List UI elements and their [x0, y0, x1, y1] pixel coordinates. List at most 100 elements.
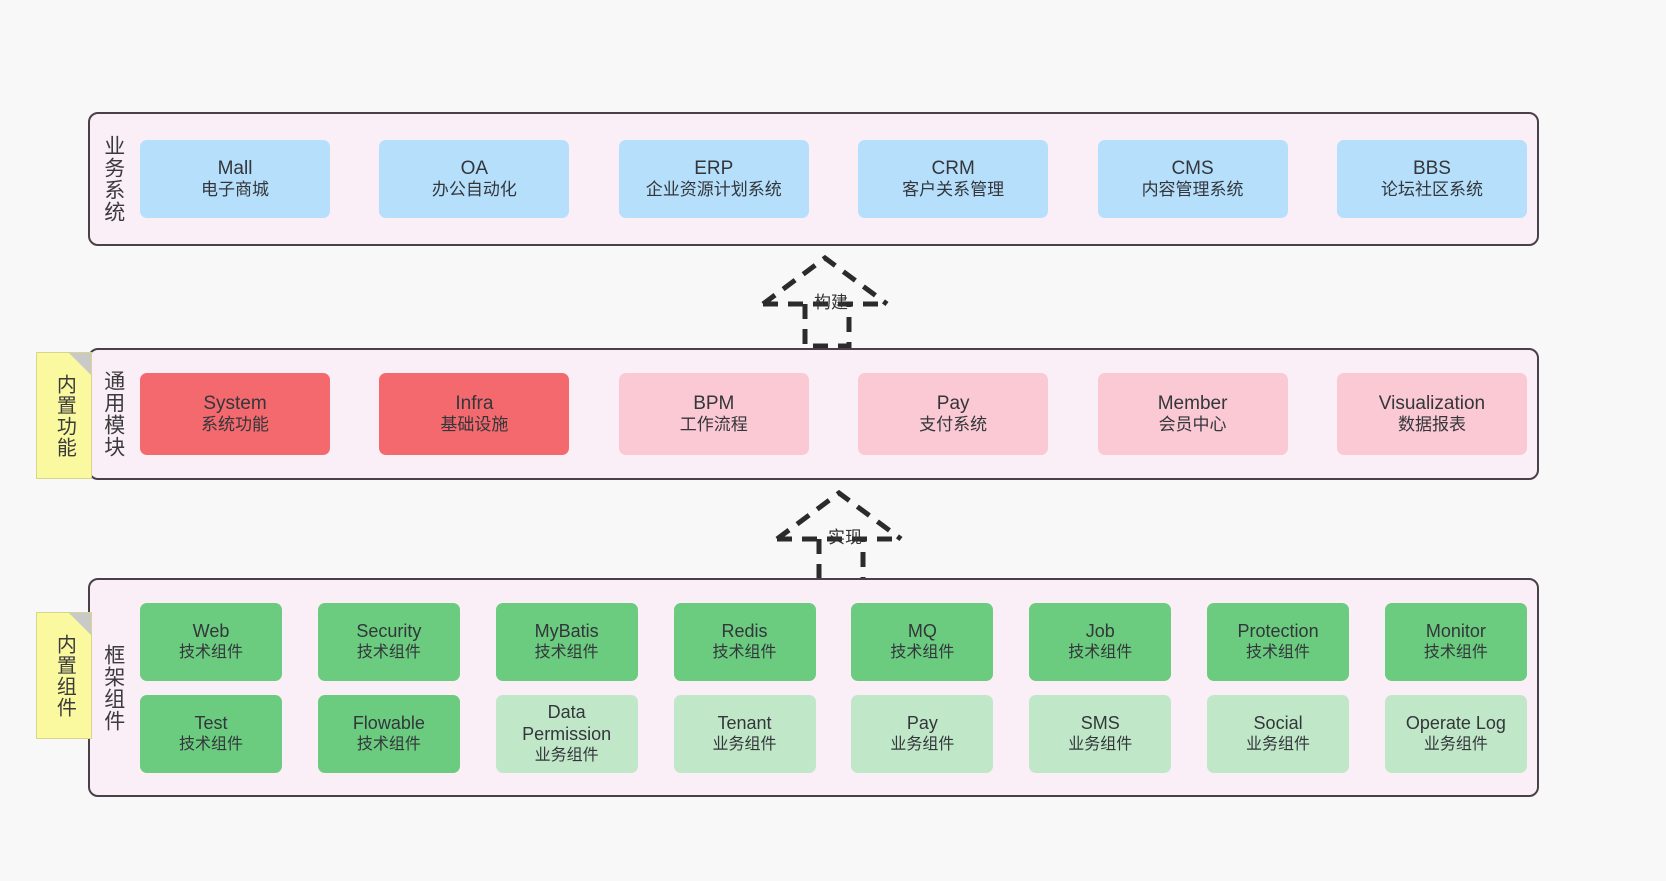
card-subtitle: 技术组件	[178, 643, 243, 661]
card-subtitle: 系统功能	[201, 415, 269, 435]
layer-title-common-module: 通用模块	[101, 370, 125, 458]
card-job[interactable]: Job 技术组件	[1029, 602, 1172, 681]
card-subtitle: 办公自动化	[431, 180, 517, 200]
card-subtitle: 技术组件	[890, 643, 955, 661]
card-title: Social	[1253, 712, 1303, 733]
framework-row-1: Web 技术组件 Security 技术组件 MyBatis 技术组件 Redi…	[140, 602, 1527, 681]
card-subtitle: 电子商城	[201, 180, 269, 200]
card-social[interactable]: Social 业务组件	[1207, 694, 1350, 773]
connector-build-label: 构建	[814, 293, 848, 312]
card-sms[interactable]: SMS 业务组件	[1029, 694, 1172, 773]
card-security[interactable]: Security 技术组件	[317, 602, 460, 681]
card-flowable[interactable]: Flowable 技术组件	[317, 694, 460, 773]
card-operate-log[interactable]: Operate Log 业务组件	[1384, 694, 1527, 773]
note-builtin-component: 内置组件	[36, 612, 92, 739]
card-subtitle: 工作流程	[679, 415, 748, 435]
card-subtitle: 支付系统	[919, 415, 988, 435]
card-subtitle: 技术组件	[178, 735, 243, 753]
card-protection[interactable]: Protection 技术组件	[1207, 602, 1350, 681]
card-subtitle: 业务组件	[534, 746, 599, 764]
card-title: Monitor	[1425, 620, 1486, 641]
card-web[interactable]: Web 技术组件	[140, 602, 282, 681]
card-subtitle: 技术组件	[712, 643, 777, 661]
card-title: CMS	[1171, 158, 1214, 180]
card-title: Test	[194, 712, 228, 733]
connector-implement: 实现	[769, 487, 949, 584]
card-redis[interactable]: Redis 技术组件	[673, 602, 816, 681]
card-infra[interactable]: Infra 基础设施	[379, 373, 570, 455]
connector-build: 构建	[755, 252, 935, 349]
card-title: SMS	[1080, 712, 1120, 733]
generalization-arrow-icon	[761, 254, 889, 349]
card-title: Tenant	[717, 712, 772, 733]
connector-implement-label: 实现	[828, 528, 862, 547]
card-subtitle: 业务组件	[1068, 735, 1133, 753]
card-title: System	[203, 393, 267, 415]
layer-framework-component: 框架组件 Web 技术组件 Security 技术组件 MyBatis 技术组件…	[88, 578, 1539, 797]
card-subtitle: 数据报表	[1397, 415, 1466, 435]
layer-business-system: 业务系统 Mall 电子商城 OA 办公自动化 ERP 企业资源计划系统 CRM…	[88, 112, 1539, 246]
card-cms[interactable]: CMS 内容管理系统	[1097, 140, 1288, 218]
card-title: Pay	[906, 712, 938, 733]
card-subtitle: 企业资源计划系统	[645, 180, 782, 200]
card-mall[interactable]: Mall 电子商城	[140, 140, 330, 218]
card-title: MQ	[907, 620, 937, 641]
note-fold-corner-icon	[69, 353, 91, 375]
layer-body-common-module: System 系统功能 Infra 基础设施 BPM 工作流程 Pay 支付系统…	[136, 350, 1537, 478]
card-title: Security	[356, 620, 422, 641]
card-title: MyBatis	[534, 620, 599, 641]
card-title: Job	[1085, 620, 1115, 641]
card-crm[interactable]: CRM 客户关系管理	[858, 140, 1049, 218]
card-test[interactable]: Test 技术组件	[140, 694, 282, 773]
card-title: Pay	[936, 393, 970, 415]
card-title: OA	[460, 158, 489, 180]
card-title: BBS	[1412, 158, 1451, 180]
card-subtitle: 技术组件	[534, 643, 599, 661]
card-bpm[interactable]: BPM 工作流程	[618, 373, 809, 455]
layer-title-framework-component: 框架组件	[101, 643, 125, 732]
card-title: ERP	[694, 158, 734, 180]
layer-title-business-system: 业务系统	[101, 135, 125, 223]
card-erp[interactable]: ERP 企业资源计划系统	[618, 140, 809, 218]
card-subtitle: 业务组件	[1246, 735, 1311, 753]
card-title: Web	[192, 620, 230, 641]
card-title: Mall	[217, 158, 253, 180]
card-oa[interactable]: OA 办公自动化	[379, 140, 570, 218]
card-pay[interactable]: Pay 支付系统	[858, 373, 1049, 455]
card-bbs[interactable]: BBS 论坛社区系统	[1336, 140, 1527, 218]
card-visualization[interactable]: Visualization 数据报表	[1336, 373, 1527, 455]
card-title: Member	[1157, 393, 1228, 415]
layer-body-framework-component: Web 技术组件 Security 技术组件 MyBatis 技术组件 Redi…	[136, 580, 1537, 795]
note-builtin-feature: 内置功能	[36, 352, 92, 479]
card-subtitle: 业务组件	[712, 735, 777, 753]
card-title: CRM	[931, 158, 975, 180]
framework-row-2: Test 技术组件 Flowable 技术组件 Data Permission …	[140, 694, 1527, 773]
card-title: Visualization	[1378, 393, 1486, 415]
layer-body-business-system: Mall 电子商城 OA 办公自动化 ERP 企业资源计划系统 CRM 客户关系…	[136, 114, 1537, 244]
note-fold-corner-icon	[69, 613, 91, 635]
card-mq[interactable]: MQ 技术组件	[851, 602, 994, 681]
card-tenant[interactable]: Tenant 业务组件	[673, 694, 816, 773]
card-title: Flowable	[352, 712, 425, 733]
card-subtitle: 技术组件	[356, 643, 421, 661]
layer-common-module: 通用模块 System 系统功能 Infra 基础设施 BPM 工作流程 Pay…	[88, 348, 1539, 480]
card-subtitle: 内容管理系统	[1141, 180, 1244, 200]
card-member[interactable]: Member 会员中心	[1097, 373, 1288, 455]
card-system[interactable]: System 系统功能	[140, 373, 330, 455]
card-subtitle: 技术组件	[1068, 643, 1133, 661]
card-pay-business[interactable]: Pay 业务组件	[851, 694, 994, 773]
card-subtitle: 基础设施	[440, 415, 509, 435]
card-subtitle: 业务组件	[890, 735, 955, 753]
note-label: 内置功能	[53, 373, 76, 458]
card-monitor[interactable]: Monitor 技术组件	[1384, 602, 1527, 681]
card-title: Operate Log	[1405, 712, 1506, 733]
card-title: Redis	[721, 620, 768, 641]
card-subtitle: 技术组件	[1423, 643, 1488, 661]
card-title: Protection	[1237, 620, 1319, 641]
card-data-permission[interactable]: Data Permission 业务组件	[495, 694, 638, 773]
note-label: 内置组件	[53, 633, 76, 718]
card-subtitle: 技术组件	[356, 735, 421, 753]
card-subtitle: 论坛社区系统	[1380, 180, 1483, 200]
card-mybatis[interactable]: MyBatis 技术组件	[495, 602, 638, 681]
